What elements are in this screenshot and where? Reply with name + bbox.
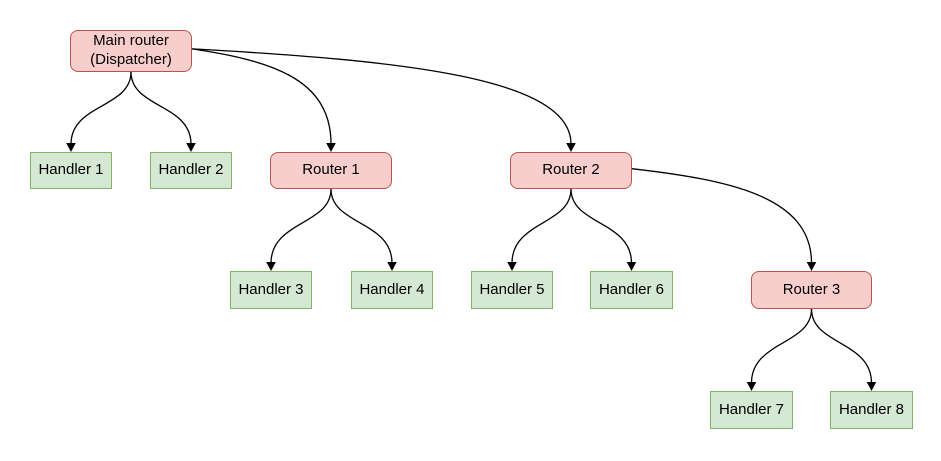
arrowhead-icon	[866, 382, 877, 391]
node-handler-7: Handler 7	[710, 391, 793, 429]
node-handler-4: Handler 4	[351, 271, 433, 309]
arrowhead-icon	[566, 143, 576, 152]
edge-router-2-to-router-3	[631, 168, 813, 264]
edge-router-3-to-handler-7	[750, 308, 813, 384]
node-router-3: Router 3	[751, 271, 872, 309]
edge-router-1-to-handler-4	[330, 188, 393, 264]
node-handler-2: Handler 2	[150, 152, 232, 189]
arrowhead-icon	[806, 262, 817, 271]
node-handler-8: Handler 8	[830, 391, 913, 429]
node-main-router: Main router (Dispatcher)	[70, 30, 192, 72]
node-label: Handler 7	[718, 400, 785, 418]
edge-main-router-to-handler-2	[130, 71, 192, 145]
arrowhead-icon	[507, 262, 517, 271]
edge-router-2-to-handler-6	[570, 188, 633, 264]
arrowhead-icon	[186, 143, 196, 152]
node-label: Handler 5	[479, 280, 545, 298]
arrowhead-icon	[746, 382, 757, 391]
edge-main-router-to-router-2	[191, 48, 572, 145]
node-label: Handler 4	[359, 280, 425, 298]
node-label: Handler 2	[158, 161, 224, 179]
node-label: Router 1	[302, 161, 360, 179]
edge-main-router-to-handler-1	[70, 71, 132, 145]
edge-router-1-to-handler-3	[270, 188, 332, 264]
edge-router-2-to-handler-5	[511, 188, 572, 264]
node-handler-3: Handler 3	[230, 271, 312, 309]
node-handler-6: Handler 6	[590, 271, 673, 309]
node-label: Router 2	[542, 161, 600, 179]
node-router-2: Router 2	[510, 152, 632, 189]
edge-router-3-to-handler-8	[810, 308, 873, 384]
node-label: Handler 8	[838, 400, 905, 418]
node-label: Router 3	[782, 280, 841, 298]
arrowhead-icon	[266, 262, 276, 271]
node-router-1: Router 1	[270, 152, 392, 189]
node-label: Handler 3	[238, 280, 304, 298]
arrowhead-icon	[66, 143, 76, 152]
node-handler-5: Handler 5	[471, 271, 553, 309]
edge-main-router-to-router-1	[191, 48, 332, 145]
node-label: Handler 6	[598, 280, 665, 298]
arrowhead-icon	[326, 143, 336, 152]
node-label: Main router (Dispatcher)	[90, 32, 172, 68]
node-handler-1: Handler 1	[30, 152, 112, 189]
node-label: Handler 1	[38, 161, 104, 179]
arrowhead-icon	[626, 262, 637, 271]
arrowhead-icon	[387, 262, 397, 271]
